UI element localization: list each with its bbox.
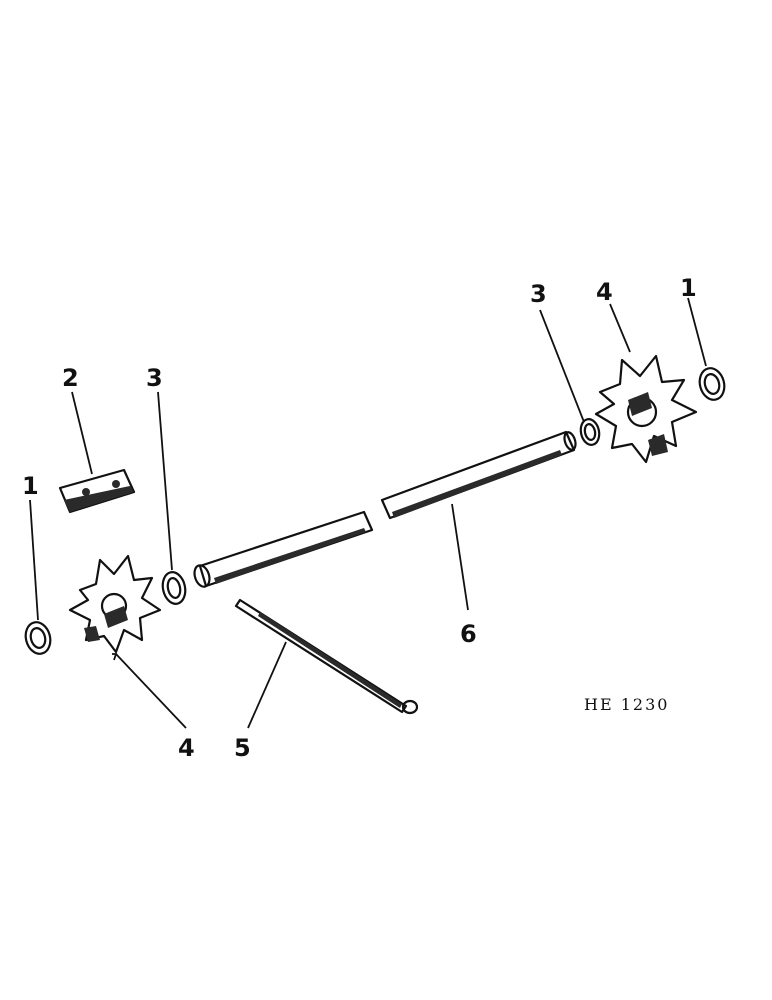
callout-right-sprocket: 4 bbox=[596, 278, 613, 306]
callout-left-plate: 2 bbox=[62, 364, 79, 392]
left-washer-part-3 bbox=[161, 571, 187, 605]
callout-right-washer: 3 bbox=[530, 280, 547, 308]
left-sprocket-part-4 bbox=[68, 554, 162, 654]
right-sprocket-part-4 bbox=[594, 354, 698, 464]
callout-left-sprocket: 4 bbox=[178, 734, 195, 762]
figure-reference-code: HE 1230 bbox=[584, 695, 669, 714]
callout-labels: 1 2 3 4 5 6 3 4 1 bbox=[22, 274, 697, 762]
left-plate-part-2 bbox=[58, 468, 136, 514]
right-washer-part-3 bbox=[579, 418, 601, 446]
leader-lines bbox=[29, 297, 707, 729]
callout-rod: 5 bbox=[234, 734, 251, 762]
right-retaining-ring-part-1 bbox=[698, 367, 726, 401]
rod-part-5 bbox=[234, 598, 419, 715]
callout-left-washer: 3 bbox=[146, 364, 163, 392]
callout-shaft: 6 bbox=[460, 620, 477, 648]
callout-left-retaining-ring: 1 bbox=[22, 472, 39, 500]
shaft-part-6 bbox=[193, 430, 577, 588]
callout-right-retaining-ring: 1 bbox=[680, 274, 697, 302]
left-retaining-ring-part-1 bbox=[24, 621, 52, 655]
